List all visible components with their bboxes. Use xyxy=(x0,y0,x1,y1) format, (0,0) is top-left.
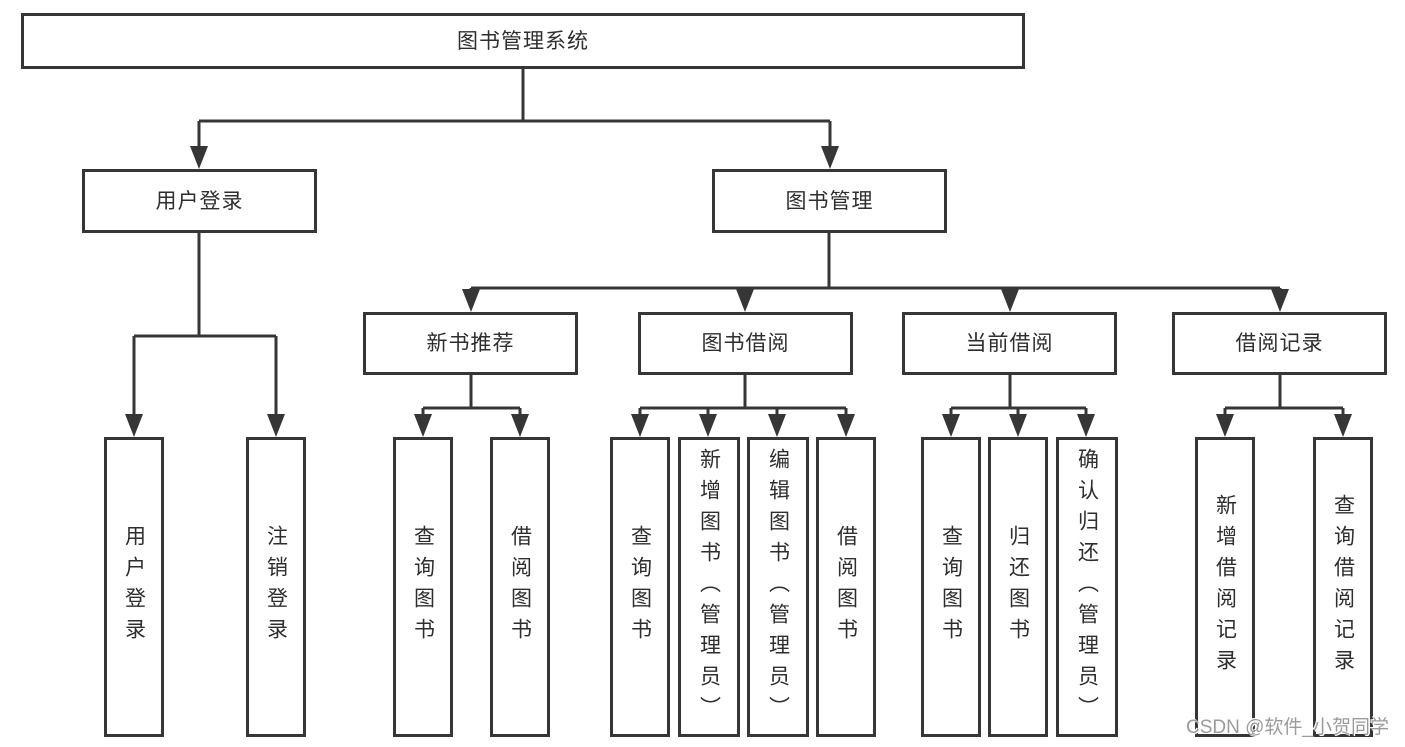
node-borrow-records: 借阅记录 xyxy=(1172,312,1387,375)
leaf-user-login: 用户登录 xyxy=(104,437,164,737)
leaf-borrow-books: 借阅图书 xyxy=(816,437,876,737)
leaf-add-borrow-record: 新增借阅记录 xyxy=(1195,437,1255,737)
node-system-root: 图书管理系统 xyxy=(21,13,1025,69)
leaf-query-books-borrowing: 查询图书 xyxy=(610,437,670,737)
leaf-logout: 注销登录 xyxy=(246,437,306,737)
arrowheads xyxy=(125,146,1352,437)
leaf-return-book: 归还图书 xyxy=(988,437,1048,737)
leaf-query-books-recommend: 查询图书 xyxy=(393,437,453,737)
node-book-management: 图书管理 xyxy=(712,169,947,233)
leaf-borrow-books-recommend: 借阅图书 xyxy=(490,437,550,737)
leaf-confirm-return-admin: 确认归还（管理员） xyxy=(1056,437,1118,737)
leaf-query-books-current: 查询图书 xyxy=(921,437,981,737)
node-current-borrowing: 当前借阅 xyxy=(902,312,1117,375)
node-new-book-recommend: 新书推荐 xyxy=(363,312,578,375)
node-book-borrowing: 图书借阅 xyxy=(638,312,853,375)
csdn-watermark: CSDN @软件_小贺同学 xyxy=(1186,717,1389,738)
leaf-add-book-admin: 新增图书（管理员） xyxy=(678,437,740,737)
leaf-edit-book-admin: 编辑图书（管理员） xyxy=(747,437,809,737)
leaf-query-borrow-record: 查询借阅记录 xyxy=(1313,437,1373,737)
node-user-login: 用户登录 xyxy=(82,169,317,233)
